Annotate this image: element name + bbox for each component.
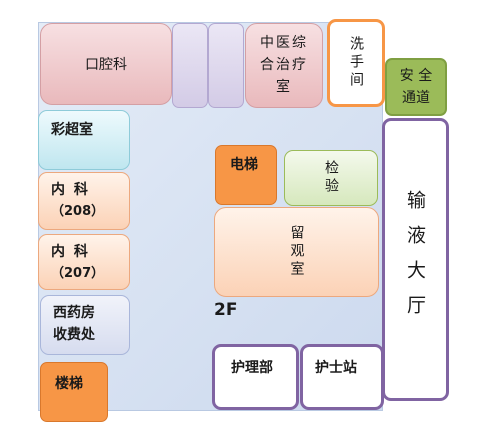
- room-internal-208-label-2: （208）: [51, 204, 105, 219]
- room-internal-208-label-1: 内 科: [51, 182, 90, 198]
- room-pharmacy-cashier[interactable]: 西药房 收费处: [40, 295, 130, 355]
- room-restroom-label: 洗手间: [348, 36, 364, 90]
- room-nurse-station-label: 护士站: [315, 360, 357, 376]
- stairs[interactable]: 楼梯: [40, 362, 108, 422]
- room-tcm-label-2: 合治疗: [260, 57, 308, 73]
- room-infusion-hall[interactable]: 输液大厅: [382, 118, 449, 401]
- room-tcm-label-3: 室: [276, 79, 292, 95]
- room-pharmacy-label-1: 西药房: [53, 305, 95, 321]
- room-tcm-label-1: 中医综: [260, 35, 308, 51]
- safety-exit[interactable]: 安 全 通道: [385, 58, 447, 116]
- room-pharmacy-label-2: 收费处: [53, 327, 95, 343]
- room-lab[interactable]: 检验: [284, 150, 378, 206]
- corridor-block-2: [208, 23, 244, 108]
- room-ultrasound-label: 彩超室: [51, 122, 93, 138]
- elevator[interactable]: 电梯: [215, 145, 277, 205]
- room-lab-label: 检验: [323, 160, 339, 196]
- room-restroom[interactable]: 洗手间: [327, 19, 385, 107]
- safety-exit-label-2: 通道: [402, 90, 430, 106]
- room-internal-208[interactable]: 内 科 （208）: [38, 172, 130, 230]
- room-infusion-hall-label: 输液大厅: [404, 189, 426, 330]
- stairs-label: 楼梯: [55, 376, 83, 392]
- room-ultrasound[interactable]: 彩超室: [38, 110, 130, 170]
- room-dental-label: 口腔科: [85, 57, 127, 73]
- safety-exit-label-1: 安 全: [399, 68, 433, 84]
- room-nurse-office-label: 护理部: [231, 360, 273, 376]
- room-internal-207-label-2: （207）: [51, 266, 105, 281]
- room-observation[interactable]: 留观室: [214, 207, 379, 297]
- room-nurse-station[interactable]: 护士站: [300, 344, 384, 410]
- room-tcm-treatment[interactable]: 中医综 合治疗 室: [245, 23, 323, 108]
- room-observation-label: 留观室: [288, 225, 305, 279]
- corridor-block-1: [172, 23, 208, 108]
- floor-label: 2F: [214, 300, 238, 320]
- room-internal-207[interactable]: 内 科 （207）: [38, 234, 130, 290]
- room-nurse-office[interactable]: 护理部: [212, 344, 299, 410]
- elevator-label: 电梯: [230, 157, 258, 173]
- room-dental[interactable]: 口腔科: [40, 23, 172, 105]
- room-internal-207-label-1: 内 科: [51, 244, 90, 260]
